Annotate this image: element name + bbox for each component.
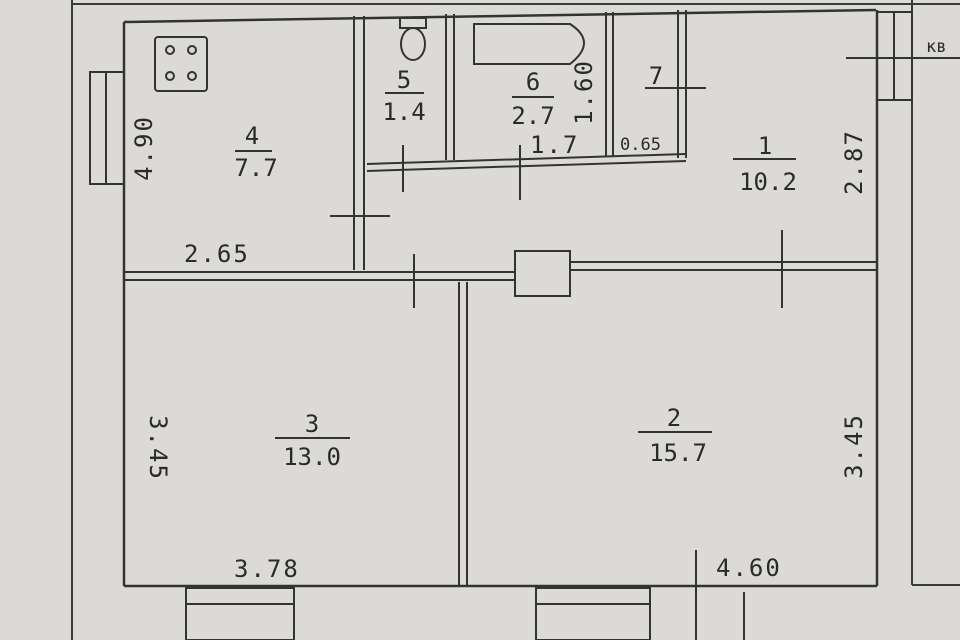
dim-bath-height: 1.60 [570,59,598,125]
fraction-bars [235,92,796,439]
dim-room3-width: 3.78 [234,555,300,583]
room-2-area: 15.7 [649,439,707,467]
dim-room1-height: 2.87 [840,129,868,195]
dim-room2-width: 4.60 [716,554,782,582]
interior-walls [124,10,877,586]
dim-room3-height: 3.45 [144,415,172,481]
room-1-number: 1 [758,132,772,160]
bathtub-icon [473,23,585,65]
room-6-area: 2.7 [511,102,554,130]
dim-bath-width: 1.7 [530,131,579,159]
toilet-icon [399,17,427,61]
ventilation-shaft [514,250,571,297]
dim-room2-height: 3.45 [840,413,868,479]
edge-label: кв [926,37,946,57]
stove-icon [154,36,208,92]
dim-room4-height: 4.90 [130,115,158,181]
room-5-number: 5 [397,66,411,94]
room-7-number: 7 [649,62,663,90]
door-marks [330,57,960,308]
room-1-area: 10.2 [739,168,797,196]
apartment-walls [122,8,879,588]
room-3-number: 3 [305,410,319,438]
dim-room4-width: 2.65 [184,240,250,268]
room-6-number: 6 [526,68,540,96]
room-5-area: 1.4 [382,98,425,126]
room-4-number: 4 [245,122,259,150]
room-4-area: 7.7 [234,154,277,182]
room-2-number: 2 [667,404,681,432]
room-3-area: 13.0 [283,443,341,471]
dim-closet-width: 0.65 [620,135,661,155]
windows [89,11,913,640]
